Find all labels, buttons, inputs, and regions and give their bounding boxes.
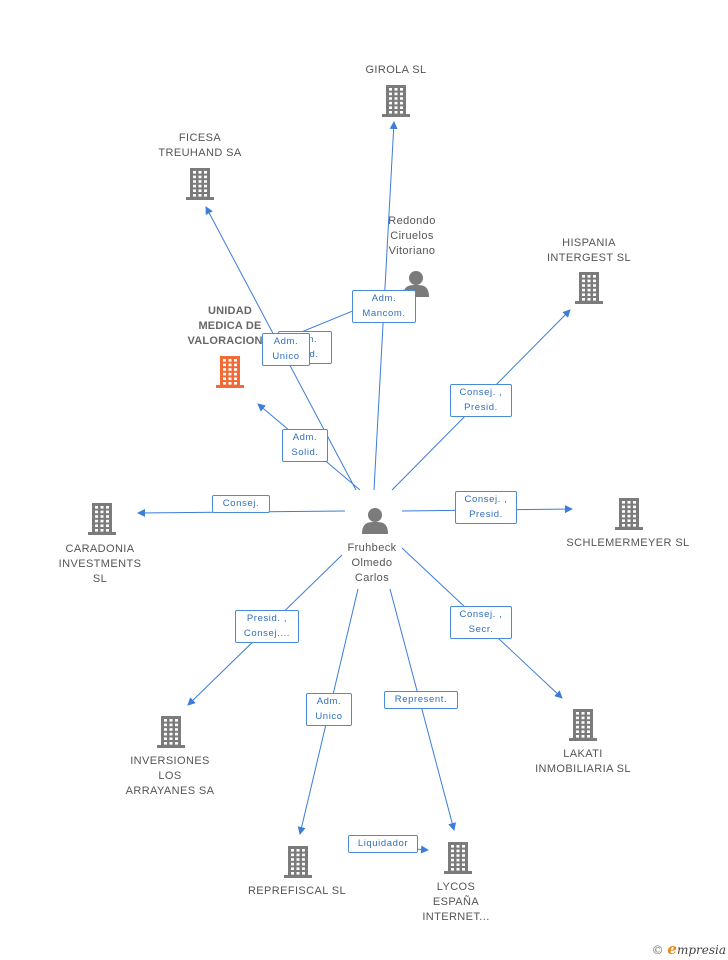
node-label-reprefiscal[interactable]: REPREFISCAL SL [247,885,347,897]
building-icon[interactable] [575,272,603,304]
node-label-lakati[interactable]: LAKATI INMOBILIARIA SL [535,748,631,775]
relation-label-fruhbeck-unidad[interactable]: Adm. Solid. [282,429,328,462]
building-icon[interactable] [284,846,312,878]
brand-name: mpresia [676,943,726,957]
node-label-redondo[interactable]: Redondo Ciruelos Vitoriano [388,215,436,257]
brand-logo-letter: e [667,940,677,958]
node-label-lycos[interactable]: LYCOS ESPAÑA INTERNET... [422,881,490,923]
relation-label-fruhbeck-caradonia[interactable]: Consej. [212,495,270,513]
footer-brand[interactable]: © empresia [652,940,726,958]
relation-label-fruhbeck-hispania[interactable]: Consej. , Presid. [450,384,512,417]
building-icon[interactable] [569,709,597,741]
building-icon[interactable] [615,498,643,530]
relation-label-fruhbeck-inversiones[interactable]: Presid. , Consej.... [235,610,299,643]
building-icon[interactable] [186,168,214,200]
relation-label-fruhbeck-schlemermeyer[interactable]: Consej. , Presid. [455,491,517,524]
copyright-symbol: © [651,943,664,957]
node-label-ficesa[interactable]: FICESA TREUHAND SA [158,132,242,159]
building-icon[interactable] [157,716,185,748]
relation-label-fruhbeck-lycos[interactable]: Represent. [384,691,458,709]
building-icon[interactable] [88,503,116,535]
node-label-caradonia[interactable]: CARADONIA INVESTMENTS SL [58,543,142,585]
relation-label-reprefiscal-lycos[interactable]: Liquidador [348,835,418,853]
node-label-fruhbeck[interactable]: Fruhbeck Olmedo Carlos [347,542,397,584]
relation-label-fruhbeck-lakati[interactable]: Consej. , Secr. [450,606,512,639]
node-label-girola[interactable]: GIROLA SL [365,64,427,76]
relation-edge-fruhbeck-lycos [389,588,457,831]
building-icon[interactable] [382,85,410,117]
node-label-unidad[interactable]: UNIDAD MEDICA DE VALORACION... [187,305,273,347]
node-label-schlemermeyer[interactable]: SCHLEMERMEYER SL [566,537,690,549]
node-label-inversiones[interactable]: INVERSIONES LOS ARRAYANES SA [125,755,215,797]
building-icon[interactable] [216,356,244,388]
relation-label-fruhbeck-reprefiscal[interactable]: Adm. Unico [306,693,352,726]
building-icon[interactable] [444,842,472,874]
relation-label-redondo-ficesa[interactable]: Adm. Unico [262,333,310,366]
node-label-hispania[interactable]: HISPANIA INTERGEST SL [546,237,632,264]
person-icon[interactable] [362,508,388,534]
relation-label-fruhbeck-girola[interactable]: Adm. Mancom. [352,290,416,323]
